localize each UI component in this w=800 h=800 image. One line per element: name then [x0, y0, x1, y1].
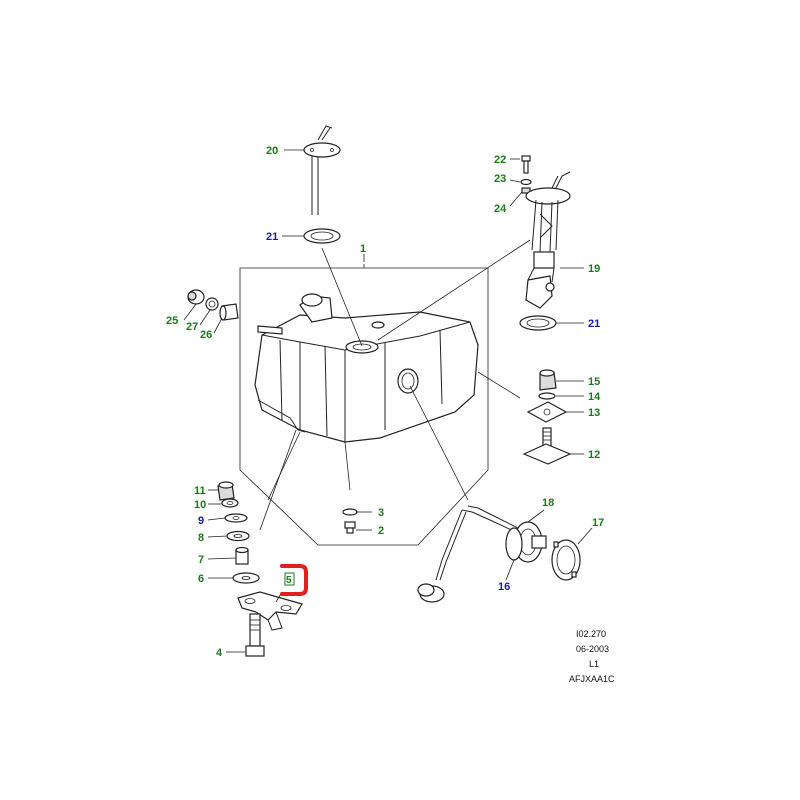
part-27-grommet: [205, 297, 219, 311]
callout-labels: 1 2 3 4 5 6 7 8 9 10 11 12 13 14 15 16 1…: [166, 145, 604, 659]
callout-5: 5: [286, 575, 292, 586]
callout-25: 25: [166, 315, 178, 327]
callout-23: 23: [494, 173, 506, 185]
ref-line-4: AFJXAA1C: [569, 674, 615, 684]
callout-3: 3: [378, 507, 384, 519]
part-9-washer: [224, 513, 248, 523]
part-24-nut: [521, 187, 531, 194]
part-10-clip: [221, 498, 239, 508]
part-11-rubber-mount: [217, 481, 235, 501]
callout-13: 13: [588, 407, 600, 419]
callout-18: 18: [542, 497, 554, 509]
part-19-fuel-pump: [525, 171, 571, 309]
callout-21-lower: 21: [588, 318, 600, 330]
callout-27: 27: [186, 321, 198, 333]
ref-line-1: I02.270: [576, 629, 606, 639]
callout-19: 19: [588, 263, 600, 275]
callout-10: 10: [194, 499, 206, 511]
callout-leaders: [183, 149, 593, 653]
reference-block: I02.270 06-2003 L1 AFJXAA1C: [569, 629, 615, 684]
part-2-drain-plug: [344, 521, 356, 534]
ref-line-2: 06-2003: [576, 644, 609, 654]
part-15-rubber-mount: [539, 369, 557, 391]
part-14-washer: [538, 392, 556, 400]
callout-15: 15: [588, 376, 600, 388]
part-22-screw: [521, 155, 531, 174]
callout-9: 9: [198, 515, 204, 527]
callout-20: 20: [266, 145, 278, 157]
callout-16: 16: [498, 581, 510, 593]
part-23-washer: [520, 178, 532, 186]
part-25-cap: [187, 289, 205, 305]
callout-14: 14: [588, 391, 601, 403]
part-5-bracket: [237, 591, 303, 631]
callout-24: 24: [494, 203, 507, 215]
callout-22: 22: [494, 154, 506, 166]
callout-11: 11: [194, 485, 206, 497]
callout-5-box: [284, 572, 295, 586]
part-18-level-sender: [417, 505, 547, 603]
part-13-plate: [526, 401, 568, 423]
part-17-locking-ring: [551, 539, 581, 581]
part-26-adaptor: [219, 303, 239, 321]
fuel-tank: [254, 293, 479, 443]
callout-1: 1: [360, 243, 366, 255]
part-7-bush: [235, 546, 249, 565]
part-3-washer: [342, 508, 358, 516]
part-21-gasket-lower: [519, 315, 557, 331]
callout-12: 12: [588, 449, 600, 461]
callout-17: 17: [592, 517, 604, 529]
callout-21-top: 21: [266, 231, 278, 243]
callout-7: 7: [198, 554, 204, 566]
callout-8: 8: [198, 532, 204, 544]
ref-line-3: L1: [589, 659, 599, 669]
callout-4: 4: [216, 647, 223, 659]
callout-2: 2: [378, 525, 384, 537]
part-12-stud-bracket: [522, 427, 572, 465]
highlight-bracket: [280, 564, 308, 596]
part-16-seal: [505, 527, 523, 561]
part-4-bolt: [245, 613, 265, 657]
part-21-gasket-top: [303, 228, 341, 244]
part-6-washer: [232, 572, 260, 584]
callout-6: 6: [198, 573, 204, 585]
part-20-sender-unit: [303, 125, 341, 215]
callout-26: 26: [200, 329, 212, 341]
part-8-spacer: [226, 530, 250, 542]
